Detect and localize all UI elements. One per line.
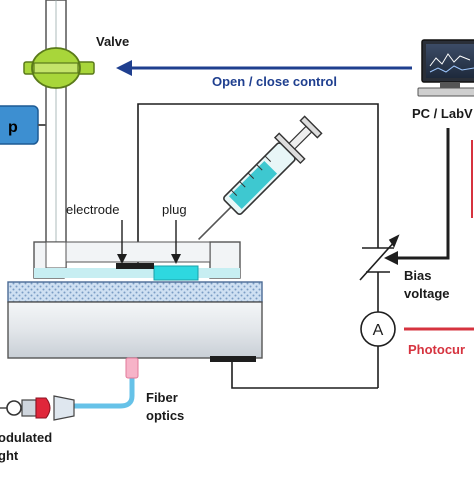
bias-control-arrow — [384, 128, 450, 265]
fiber-label-2: optics — [146, 408, 184, 423]
photocurrent-label: Photocur — [408, 342, 465, 357]
bias-label-2: voltage — [404, 286, 450, 301]
electrode — [116, 263, 154, 269]
modulated-label-2: ght — [0, 448, 19, 463]
fiber-label-1: Fiber — [146, 390, 178, 405]
circuit-wire — [137, 103, 379, 389]
inlet-tube — [45, 0, 67, 269]
valve-icon — [23, 47, 95, 89]
variable-resistor-icon — [359, 234, 400, 281]
control-arrow — [116, 60, 412, 76]
ammeter-label: A — [373, 322, 384, 339]
back-contact — [210, 356, 256, 362]
photoconductor-layer — [7, 281, 263, 303]
bias-label-1: Bias — [404, 268, 431, 283]
liquid-channel — [34, 268, 240, 278]
pump-box: p — [0, 105, 46, 145]
valve-label: Valve — [96, 34, 129, 49]
substrate-body — [7, 301, 263, 359]
computer-icon — [417, 39, 474, 97]
modulated-label-1: odulated — [0, 430, 52, 445]
plug-label: plug — [162, 202, 187, 217]
fiber-optics — [74, 357, 139, 409]
light-source-icon — [0, 395, 75, 421]
ammeter-icon: A — [360, 311, 396, 347]
pump-label: p — [8, 119, 18, 136]
pc-label: PC / LabV — [412, 106, 473, 121]
syringe-icon — [197, 115, 323, 241]
plug-liquid — [153, 265, 199, 281]
control-label: Open / close control — [212, 74, 337, 89]
electrode-label: electrode — [66, 202, 119, 217]
